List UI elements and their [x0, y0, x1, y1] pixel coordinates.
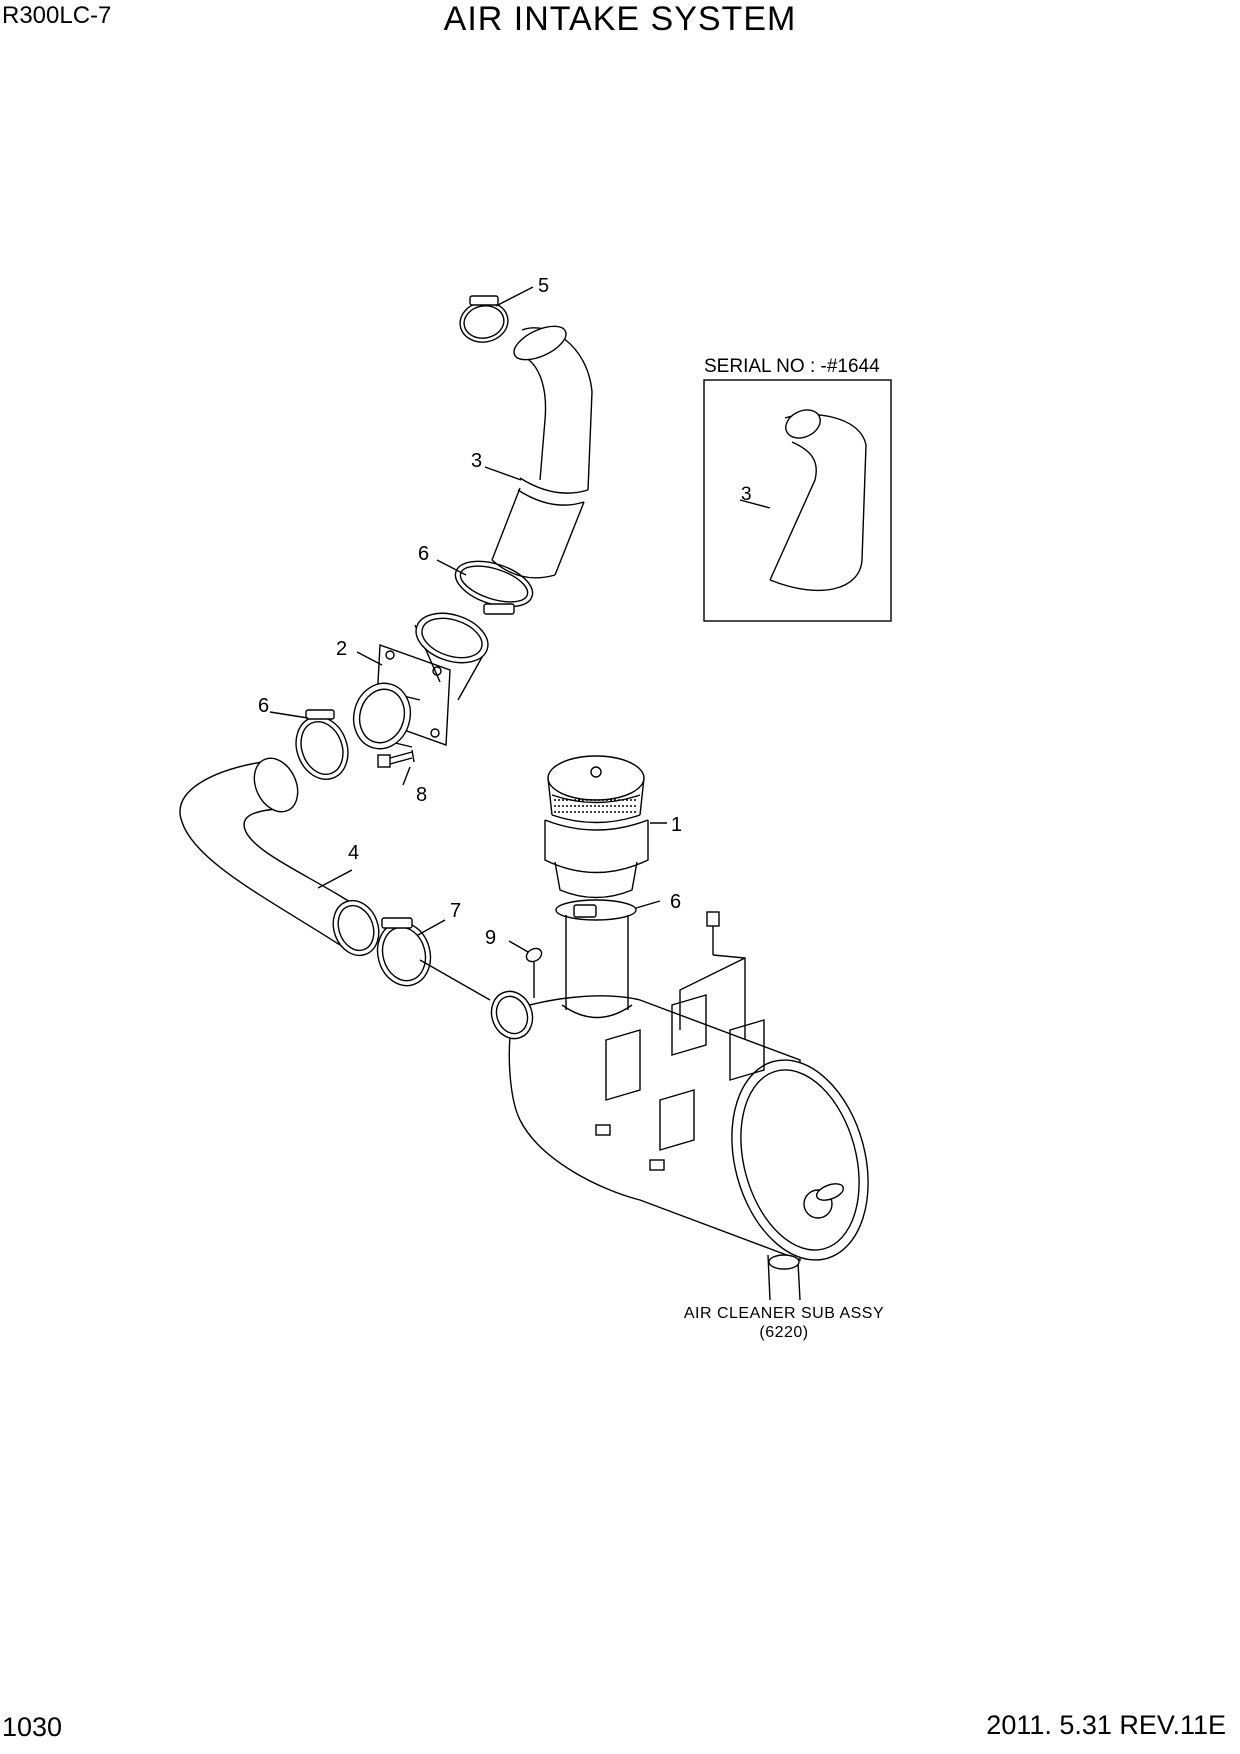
page-number: 1030 — [2, 1712, 63, 1742]
clamp-5 — [459, 295, 509, 343]
air-cleaner-body — [490, 915, 869, 1301]
inset-label-3: 3 — [741, 484, 752, 505]
clamp-6-left — [295, 709, 349, 780]
callout-6-upper: 6 — [418, 543, 429, 565]
callout-4: 4 — [348, 842, 359, 864]
leader-lines — [269, 286, 667, 953]
callout-6-lower: 6 — [670, 891, 681, 913]
model-number: R300LC-7 — [2, 2, 112, 29]
leader-clamp7-to-inlet — [419, 959, 491, 1001]
callout-9: 9 — [485, 927, 496, 949]
clamp-6-lower — [555, 899, 637, 921]
callout-7: 7 — [450, 900, 461, 922]
callout-5: 5 — [538, 275, 549, 297]
nut-9 — [525, 947, 543, 998]
page-title: AIR INTAKE SYSTEM — [443, 0, 797, 38]
revision-date: 2011. 5.31 REV.11E — [986, 1710, 1226, 1740]
subassy-ref: (6220) — [759, 1324, 808, 1341]
adapter-2 — [352, 612, 489, 750]
callout-8: 8 — [416, 784, 427, 806]
hose-4 — [179, 757, 380, 957]
callout-3: 3 — [471, 450, 482, 472]
hose-3 — [491, 325, 593, 579]
inset-caption: SERIAL NO : -#1644 — [704, 356, 880, 377]
callout-2: 2 — [336, 638, 347, 660]
bracket-bolt — [679, 911, 746, 1040]
clamp-6-upper — [454, 560, 534, 615]
bolt-8 — [377, 749, 415, 768]
subassy-name: AIR CLEANER SUB ASSY — [684, 1305, 884, 1322]
callouts: 1 2 3 4 5 6 6 6 7 8 9 — [258, 275, 682, 949]
serial-inset: SERIAL NO : -#1644 3 — [703, 356, 892, 622]
callout-6-left: 6 — [258, 695, 269, 717]
callout-1: 1 — [671, 814, 682, 836]
clamp-7 — [376, 917, 432, 987]
precleaner-1 — [544, 755, 649, 899]
